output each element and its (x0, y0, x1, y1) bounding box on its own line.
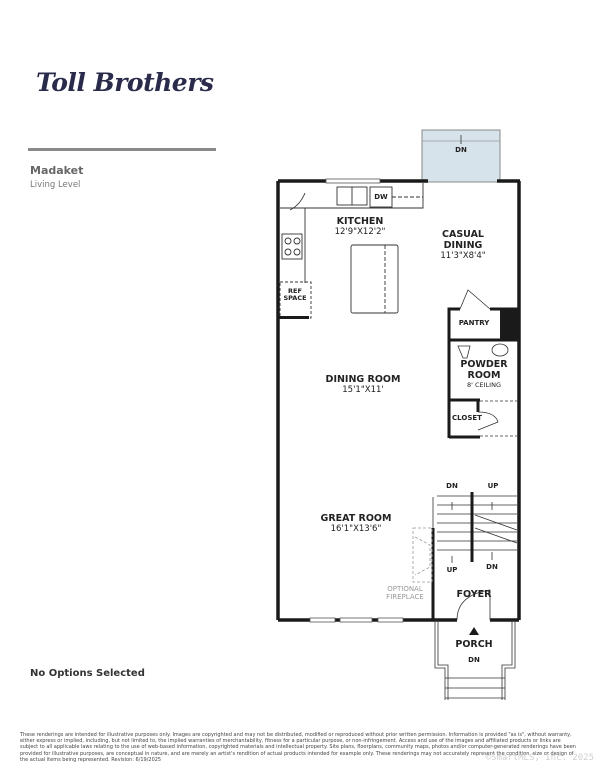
powder-note: 8' CEILING (467, 380, 501, 389)
cooktop (281, 233, 303, 260)
porch-dn-label: DN (468, 656, 480, 664)
staircase (432, 495, 518, 563)
porch (434, 620, 516, 700)
closet-label: CLOSET (452, 414, 482, 422)
plan-level: Living Level (30, 180, 81, 190)
fireplace-label-2: FIREPLACE (386, 593, 424, 602)
kitchen-counters (279, 183, 424, 319)
ref-label-2: SPACE (283, 294, 307, 303)
pantry-label: PANTRY (458, 319, 490, 327)
fireplace-label-1: OPTIONAL (387, 585, 423, 593)
kitchen-name: KITCHEN (336, 216, 384, 227)
dining-room-name: DINING ROOM (325, 374, 401, 385)
disclaimer: These renderings are intended for illust… (20, 732, 576, 763)
foyer-label: FOYER (456, 589, 492, 600)
stair-up-left: UP (446, 566, 458, 574)
great-room-name: GREAT ROOM (320, 513, 392, 524)
closet-door (477, 411, 499, 431)
header-divider (28, 148, 216, 151)
casual-dining-name-2: DINING (443, 239, 483, 251)
pantry-door (459, 289, 491, 310)
kitchen-island (350, 244, 399, 314)
pantry-shelving (500, 309, 519, 340)
windows (309, 178, 404, 623)
powder-name-2: ROOM (467, 369, 501, 381)
plan-name: Madaket (30, 164, 84, 177)
casual-dining-dims: 11'3"X8'4" (440, 250, 486, 261)
dining-room-dims: 15'1"X11' (342, 384, 384, 395)
toilet (491, 343, 509, 357)
dw-label: DW (374, 193, 388, 201)
toll-brothers-logo: Toll Brothers (36, 68, 214, 97)
porch-label: PORCH (455, 639, 493, 650)
entry-arrow (469, 627, 479, 635)
great-room-dims: 16'1"X13'6" (330, 523, 382, 534)
stair-dn-left: DN (446, 482, 458, 490)
exterior-walls (276, 179, 521, 622)
casual-dining-name-1: CASUAL (441, 229, 484, 240)
optional-fireplace (412, 527, 433, 583)
stair-dn-right: DN (486, 563, 498, 571)
deck-dn-label: DN (455, 146, 467, 154)
kitchen-dims: 12'9"X12'2" (334, 226, 386, 237)
watermark: ©SmartMLS, Inc. 2025 (485, 753, 594, 763)
powder-name-1: POWDER (460, 359, 508, 370)
front-door (456, 589, 491, 621)
stair-up-right: UP (487, 482, 499, 490)
options-status: No Options Selected (30, 668, 145, 679)
ref-label-1: REF (288, 287, 302, 295)
sink-fixture (457, 345, 471, 359)
